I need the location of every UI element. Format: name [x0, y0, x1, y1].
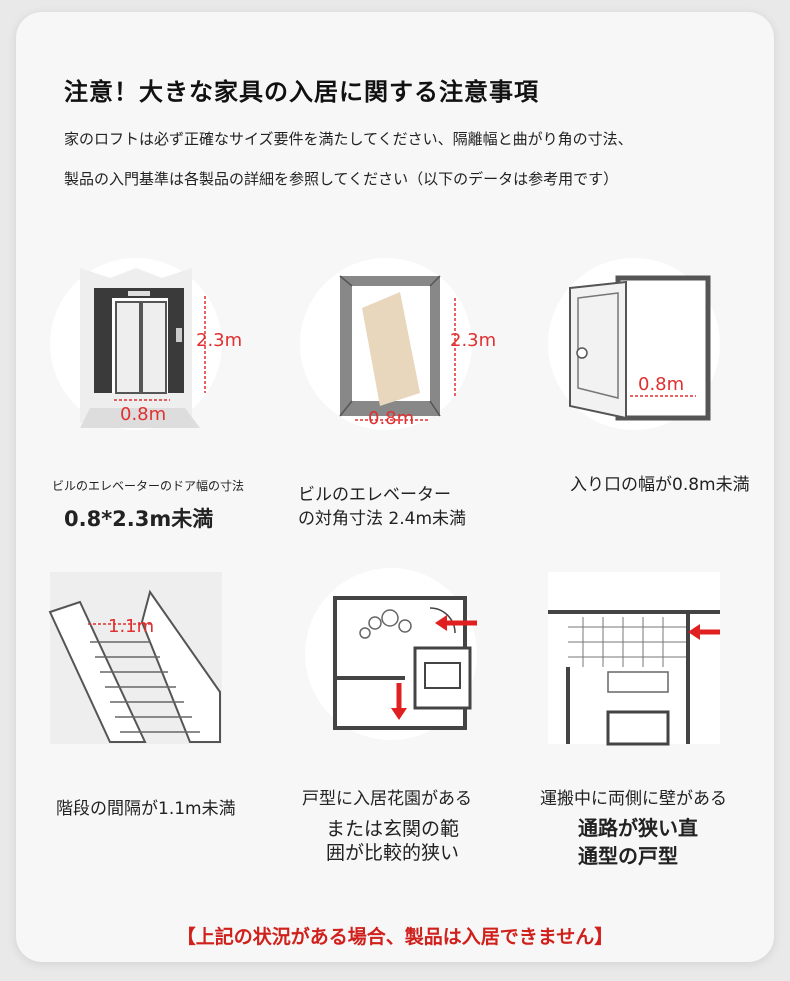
stair-width-label: 1.1m — [108, 616, 155, 637]
item-6-caption-line-2: 通型の戸型 — [578, 844, 678, 868]
staircase-icon: 1.1m — [48, 572, 222, 744]
notice-card — [16, 12, 774, 962]
item-1-caption-small: ビルのエレベーターのドア幅の寸法 — [52, 479, 245, 493]
item-5-caption-line-2: 囲が比較的狭い — [326, 842, 460, 864]
floor-plan-garden-icon — [305, 568, 477, 740]
item-3-caption: 入り口の幅が0.8m未満 — [570, 475, 750, 495]
diagonal-width-label: 0.8m — [368, 408, 415, 429]
warning-footer: 【上記の状況がある場合、製品は入居できません】 — [176, 926, 614, 948]
item-4-caption: 階段の間隔が1.1m未満 — [56, 799, 236, 819]
elevator-height-label: 2.3m — [196, 330, 243, 351]
door-width-label: 0.8m — [638, 374, 685, 395]
narrow-corridor-icon — [548, 572, 720, 746]
item-6-caption-small: 運搬中に両側に壁がある — [540, 789, 727, 809]
description-line-1: 家のロフトは必ず正確なサイズ要件を満たしてください、隔離幅と曲がり角の寸法、 — [64, 130, 633, 148]
entrance-door-icon: 0.8m — [548, 258, 720, 430]
description-line-2: 製品の入門基準は各製品の詳細を参照してください（以下のデータは参考用です） — [64, 170, 619, 188]
elevator-width-label: 0.8m — [120, 404, 167, 425]
item-2-caption-line-2: の対角寸法 2.4m未満 — [298, 509, 466, 529]
elevator-door-icon: 2.3m 0.8m — [50, 258, 242, 430]
item-5-caption-line-1: または玄関の範 — [326, 818, 460, 840]
item-5-caption-small: 戸型に入居花園がある — [302, 789, 472, 809]
item-1-caption-big: 0.8*2.3m未満 — [64, 507, 214, 531]
diagonal-height-label: 2.3m — [450, 330, 497, 351]
elevator-diagonal-icon: 2.3m 0.8m — [300, 258, 496, 430]
item-6-caption-line-1: 通路が狭い直 — [578, 816, 698, 840]
page-title: 注意！大きな家具の入居に関する注意事項 — [64, 78, 539, 106]
item-2-caption-line-1: ビルのエレベーター — [298, 485, 451, 505]
